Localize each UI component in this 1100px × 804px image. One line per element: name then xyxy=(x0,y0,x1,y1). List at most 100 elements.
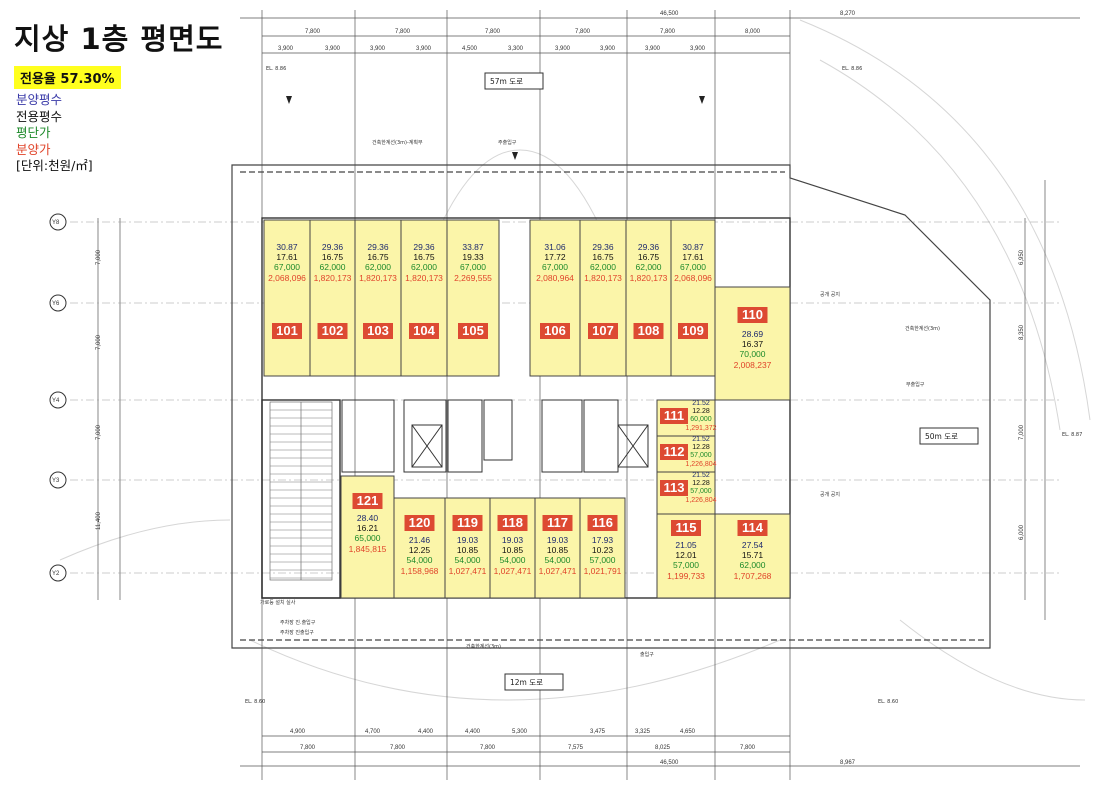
road-bottom-label: 12m 도로 xyxy=(510,678,543,687)
unit-value: 16.37 xyxy=(742,339,764,349)
entrance-top: 주출입구 xyxy=(498,139,517,146)
dim-left: 11,400 xyxy=(96,511,102,530)
el-label: EL. 8.86 xyxy=(266,66,286,72)
axis-label: Y4 xyxy=(52,398,60,404)
unit-value: 12.01 xyxy=(675,550,697,560)
dim-top-1: 7,800 xyxy=(660,29,676,35)
unit-value: 10.85 xyxy=(547,545,569,555)
boundary-note-right: 건축한계선(3m) xyxy=(905,325,940,332)
stair-left xyxy=(269,401,333,581)
legend: 분양평수 전용평수 평단가 분양가 [단위:천원/㎡] xyxy=(16,92,93,175)
dim-bottom-1: 4,400 xyxy=(465,729,481,735)
units-layer: 10130.8717.6167,0002,068,09610229.3616.7… xyxy=(263,219,791,599)
unit-value: 1,820,173 xyxy=(314,273,352,283)
dim-top-total: 46,500 xyxy=(660,11,679,17)
unit-value: 16.75 xyxy=(638,252,660,262)
dim-bottom-1: 4,650 xyxy=(680,729,696,735)
dim-right: 6,000 xyxy=(1019,524,1025,540)
unit-value: 54,000 xyxy=(407,555,433,565)
unit-value: 19.03 xyxy=(502,535,524,545)
unit-value: 16.75 xyxy=(413,252,435,262)
unit-area xyxy=(579,497,626,599)
side-label: 주차장 진출입구 xyxy=(280,629,314,636)
unit-value: 2,068,096 xyxy=(674,273,712,283)
unit-number: 111 xyxy=(664,408,684,423)
unit-value: 28.69 xyxy=(742,329,764,339)
dim-bottom-right: 8,967 xyxy=(840,760,856,766)
unit-value: 1,820,173 xyxy=(630,273,668,283)
grid-lines xyxy=(70,221,1060,574)
unit-area xyxy=(263,219,311,377)
dim-top-2: 3,900 xyxy=(690,46,706,52)
unit-value: 57,000 xyxy=(690,488,712,495)
dimension-texts: 46,500 8,270 7,800 7,800 7,800 7,800 7,8… xyxy=(96,11,1025,766)
legend-item-unit-price: 평단가 xyxy=(16,125,51,140)
unit-value: 10.85 xyxy=(457,545,479,555)
unit-number: 121 xyxy=(357,493,379,508)
road-top-label: 57m 도로 xyxy=(490,77,523,86)
dimension-lines xyxy=(97,10,1080,780)
axis-label: Y3 xyxy=(52,478,60,484)
dim-bottom-1: 4,400 xyxy=(418,729,434,735)
unit-value: 54,000 xyxy=(455,555,481,565)
dim-top-1: 8,000 xyxy=(745,29,761,35)
unit-number-badge xyxy=(352,493,383,509)
dim-top-2: 3,900 xyxy=(600,46,616,52)
unit-value: 2,269,555 xyxy=(454,273,492,283)
unit-number: 106 xyxy=(544,323,566,338)
unit-value: 57,000 xyxy=(673,560,699,570)
unit-value: 67,000 xyxy=(680,262,706,272)
dim-top-2: 4,500 xyxy=(462,46,478,52)
dim-top-2: 3,900 xyxy=(555,46,571,52)
entrance-bottom: 출입구 xyxy=(640,651,654,658)
legend-item-sale-price: 분양가 xyxy=(16,141,51,157)
unit-value: 21.46 xyxy=(409,535,431,545)
unit-value: 21.52 xyxy=(692,400,710,407)
road-right-label: 50m 도로 xyxy=(925,432,958,441)
unit-value: 65,000 xyxy=(355,533,381,543)
side-label: 공개 공지 xyxy=(820,291,840,298)
axis-label: Y2 xyxy=(52,571,60,577)
unit-value: 29.36 xyxy=(638,242,660,252)
dim-bottom-1: 4,900 xyxy=(290,729,306,735)
legend-unit: [단위:천원/㎡] xyxy=(16,158,93,173)
unit-value: 29.36 xyxy=(592,242,614,252)
dim-top-2: 3,900 xyxy=(370,46,386,52)
dim-bottom-1: 4,700 xyxy=(365,729,381,735)
unit-value: 15.71 xyxy=(742,550,764,560)
unit-number-badge xyxy=(409,323,439,339)
unit-value: 16.75 xyxy=(592,252,614,262)
el-label: EL. 8.60 xyxy=(245,699,265,705)
dim-right: 6,950 xyxy=(1019,249,1025,265)
unit-value: 19.03 xyxy=(547,535,569,545)
unit-number: 117 xyxy=(547,515,568,530)
boundary-note-bottom: 건축한계선(3m) xyxy=(466,643,501,650)
unit-value: 17.61 xyxy=(276,252,298,262)
dim-right: 8,350 xyxy=(1019,324,1025,340)
unit-value: 16.21 xyxy=(357,523,379,533)
entrance-markers xyxy=(286,96,705,160)
dim-top-1: 7,800 xyxy=(305,29,321,35)
unit-number-badge xyxy=(660,408,688,424)
unit-value: 1,158,968 xyxy=(401,566,439,576)
unit-value: 62,000 xyxy=(320,262,346,272)
unit-value: 12.25 xyxy=(409,545,431,555)
dim-top-1: 7,800 xyxy=(485,29,501,35)
unit-number-badge xyxy=(660,444,688,460)
unit-value: 12.28 xyxy=(692,480,710,487)
unit-number: 113 xyxy=(664,480,685,495)
unit-value: 1,707,268 xyxy=(734,571,772,581)
plan-annotations: 건축한계선(3m)-계획부 주출입구 건축한계선(3m) 부출입구 건축한계선(… xyxy=(245,66,1082,705)
unit-number-badge xyxy=(542,515,573,531)
